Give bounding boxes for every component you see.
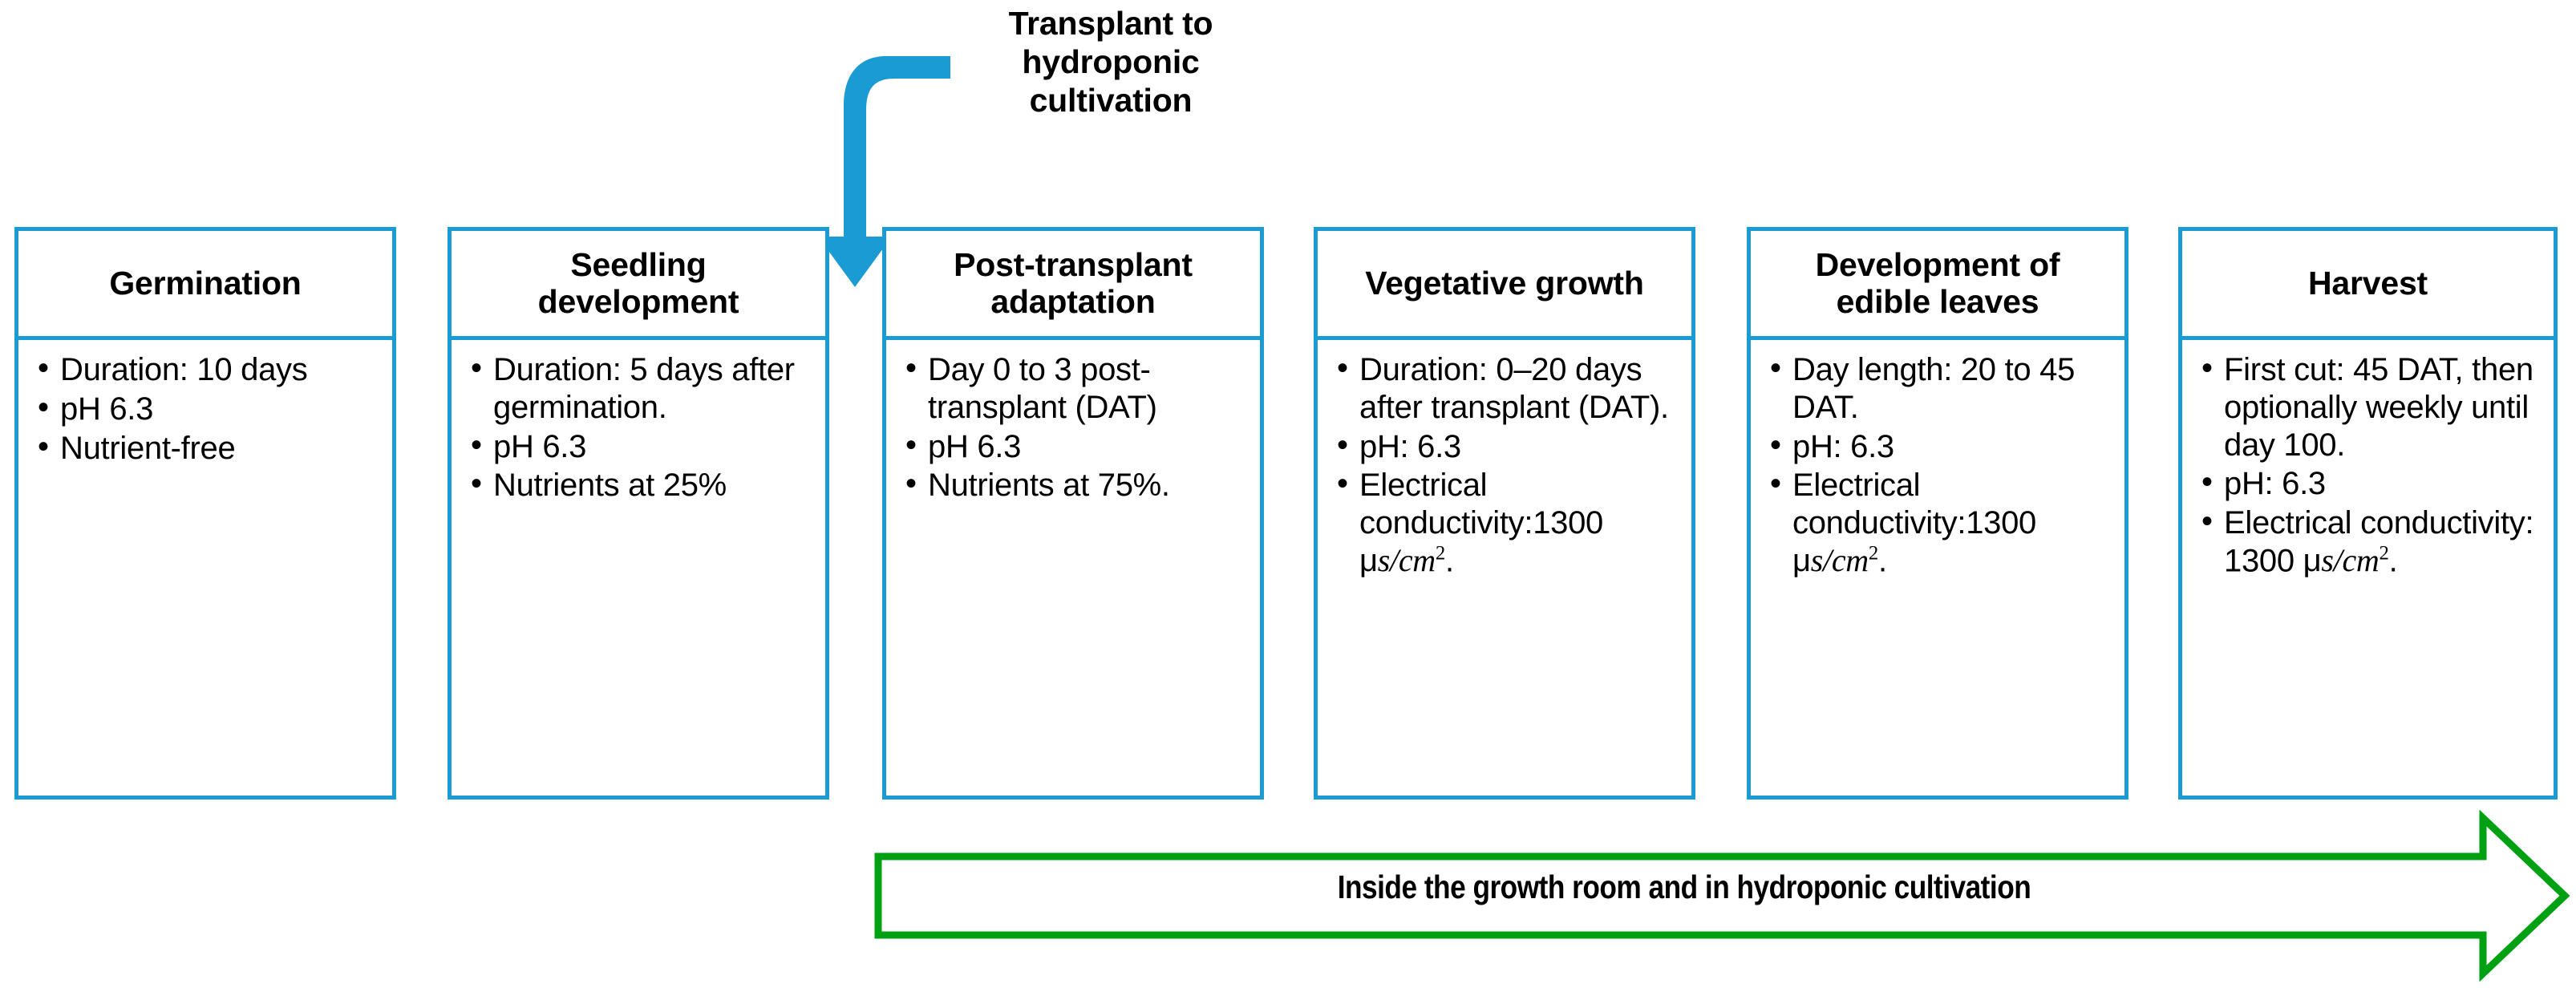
unit-exponent: 2 bbox=[1435, 542, 1445, 565]
stage-bullet-list: Day length: 20 to 45 DAT. pH: 6.3 Electr… bbox=[1768, 350, 2112, 580]
conductivity-suffix: . bbox=[1444, 543, 1454, 579]
stage-title-line1: Vegetative growth bbox=[1365, 264, 1644, 302]
list-item: pH 6.3 bbox=[36, 389, 379, 428]
stage-header: Vegetative growth bbox=[1318, 231, 1691, 340]
stage-body: Day 0 to 3 post-transplant (DAT) pH 6.3 … bbox=[886, 340, 1260, 796]
transplant-label-line1: Transplant to bbox=[1008, 5, 1213, 42]
list-item: Nutrients at 25% bbox=[469, 465, 812, 504]
stage-title-line1: Germination bbox=[109, 264, 302, 302]
unit-exponent: 2 bbox=[2379, 542, 2389, 565]
stage-title: Germination bbox=[109, 265, 301, 302]
conductivity-suffix: . bbox=[2388, 543, 2398, 579]
stage-bullet-list: Duration: 5 days after germination. pH 6… bbox=[469, 350, 812, 504]
list-item: pH 6.3 bbox=[469, 427, 812, 466]
mu-symbol: μ bbox=[1359, 543, 1378, 579]
list-item: pH 6.3 bbox=[904, 427, 1247, 466]
list-item: pH: 6.3 bbox=[2200, 464, 2541, 503]
stage-title-line1: Development of bbox=[1815, 245, 2060, 283]
stage-title-line1: Post-transplant bbox=[954, 245, 1193, 283]
mu-symbol: μ bbox=[2303, 543, 2322, 579]
stage-title: Vegetative growth bbox=[1365, 264, 1644, 302]
stage-header: Development of edible leaves bbox=[1751, 231, 2124, 340]
stage-body: Duration: 5 days after germination. pH 6… bbox=[452, 340, 825, 796]
stage-header: Germination bbox=[18, 231, 392, 340]
stage-title-line1: Harvest bbox=[2307, 264, 2428, 302]
stage-box-seedling-development[interactable]: Seedling development Duration: 5 days af… bbox=[448, 227, 829, 800]
stage-header: Seedling development bbox=[452, 231, 825, 340]
stage-body: Duration: 10 days pH 6.3 Nutrient-free bbox=[18, 340, 392, 796]
stage-box-germination[interactable]: Germination Duration: 10 days pH 6.3 Nut… bbox=[14, 227, 396, 800]
list-item: Duration: 5 days after germination. bbox=[469, 350, 812, 427]
stage-title: Development of edible leaves bbox=[1815, 245, 2060, 321]
stage-box-vegetative-growth[interactable]: Vegetative growth Duration: 0–20 days af… bbox=[1314, 227, 1695, 800]
list-item: pH: 6.3 bbox=[1768, 427, 2112, 466]
stage-bullet-list: First cut: 45 DAT, then optionally weekl… bbox=[2200, 350, 2541, 580]
transplant-label-line2: hydroponic bbox=[1022, 43, 1200, 80]
conductivity-text: Electrical conductivity:1300 bbox=[1359, 468, 1603, 541]
stage-title-line1: Seedling bbox=[570, 245, 707, 283]
conductivity-unit: μs/cm2 bbox=[1359, 542, 1445, 578]
unit-body: s/cm bbox=[1810, 542, 1869, 579]
stage-header: Post-transplant adaptation bbox=[886, 231, 1260, 340]
list-item-conductivity: Electrical conductivity:1300 μs/cm2. bbox=[1768, 465, 2112, 580]
conductivity-unit: μs/cm2 bbox=[1792, 542, 1878, 578]
transplant-label: Transplant to hydroponic cultivation bbox=[974, 5, 1247, 120]
list-item-conductivity: Electrical conductivity:1300 μs/cm2. bbox=[1335, 465, 1679, 580]
unit-exponent: 2 bbox=[1868, 542, 1878, 565]
stage-header: Harvest bbox=[2182, 231, 2554, 340]
stage-bullet-list: Duration: 10 days pH 6.3 Nutrient-free bbox=[36, 350, 379, 468]
transplant-label-line3: cultivation bbox=[1029, 81, 1193, 119]
list-item: Day 0 to 3 post-transplant (DAT) bbox=[904, 350, 1247, 427]
conductivity-text: Electrical conductivity:1300 bbox=[1792, 468, 2036, 541]
stage-body: Duration: 0–20 days after transplant (DA… bbox=[1318, 340, 1691, 796]
stage-title: Harvest bbox=[2308, 265, 2428, 302]
mu-symbol: μ bbox=[1792, 543, 1811, 579]
stage-title: Seedling development bbox=[537, 245, 739, 321]
unit-body: s/cm bbox=[2321, 542, 2380, 579]
list-item: Duration: 10 days bbox=[36, 350, 379, 389]
list-item: pH: 6.3 bbox=[1335, 427, 1679, 466]
stage-box-harvest[interactable]: Harvest First cut: 45 DAT, then optional… bbox=[2178, 227, 2558, 800]
list-item-conductivity: Electrical conductivity: 1300 μs/cm2. bbox=[2200, 503, 2541, 580]
list-item: First cut: 45 DAT, then optionally weekl… bbox=[2200, 350, 2541, 464]
conductivity-unit: μs/cm2 bbox=[2303, 542, 2389, 578]
conductivity-suffix: . bbox=[1877, 543, 1887, 579]
stage-box-development-of-edible-leaves[interactable]: Development of edible leaves Day length:… bbox=[1747, 227, 2128, 800]
list-item: Day length: 20 to 45 DAT. bbox=[1768, 350, 2112, 427]
stage-body: Day length: 20 to 45 DAT. pH: 6.3 Electr… bbox=[1751, 340, 2124, 796]
list-item: Duration: 0–20 days after transplant (DA… bbox=[1335, 350, 1679, 427]
transplant-arrow-icon bbox=[818, 56, 950, 287]
stage-bullet-list: Duration: 0–20 days after transplant (DA… bbox=[1335, 350, 1679, 580]
unit-body: s/cm bbox=[1377, 542, 1436, 579]
growth-room-banner-label: Inside the growth room and in hydroponic… bbox=[1337, 869, 2031, 905]
stage-title: Post-transplant adaptation bbox=[954, 245, 1193, 321]
stage-bullet-list: Day 0 to 3 post-transplant (DAT) pH 6.3 … bbox=[904, 350, 1247, 504]
list-item: Nutrients at 75%. bbox=[904, 465, 1247, 504]
stage-title-line2: edible leaves bbox=[1836, 282, 2039, 320]
list-item: Nutrient-free bbox=[36, 428, 379, 468]
stage-title-line2: adaptation bbox=[990, 282, 1156, 320]
stage-box-post-transplant-adaptation[interactable]: Post-transplant adaptation Day 0 to 3 po… bbox=[882, 227, 1264, 800]
conductivity-text: Electrical conductivity: 1300 bbox=[2224, 505, 2534, 579]
stage-body: First cut: 45 DAT, then optionally weekl… bbox=[2182, 340, 2554, 796]
growth-room-banner-arrow-icon bbox=[874, 810, 2570, 982]
stage-title-line2: development bbox=[537, 282, 739, 320]
